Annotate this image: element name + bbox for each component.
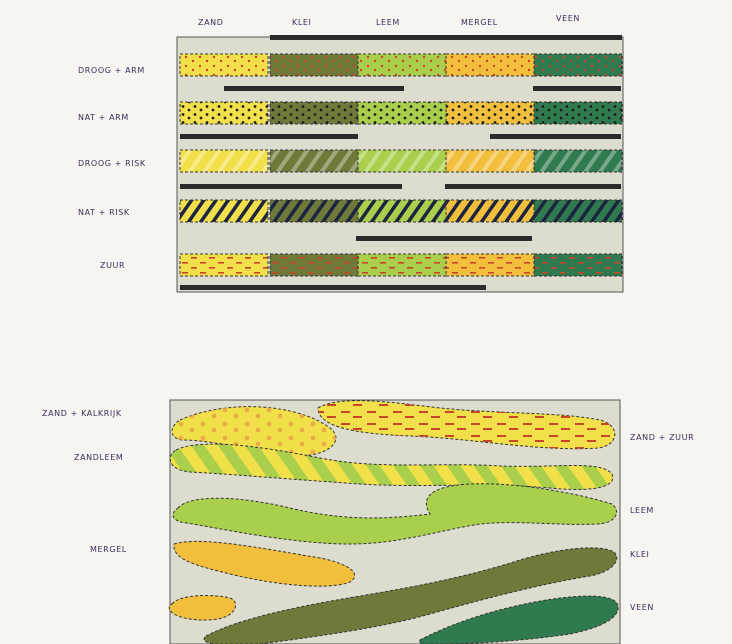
soil-cell-pattern <box>446 150 534 172</box>
row-label-droog-risk: DROOG + RISK <box>78 159 146 168</box>
soil-cell-pattern <box>446 200 534 222</box>
soil-cell-pattern <box>270 102 358 124</box>
bar <box>180 134 358 139</box>
soil-cell-pattern <box>180 200 268 222</box>
row-label-zuur: ZUUR <box>100 261 125 270</box>
soil-cell-pattern <box>270 200 358 222</box>
column-header-leem: LEEM <box>376 18 400 27</box>
soil-cell-pattern <box>358 54 446 76</box>
bar <box>533 86 621 91</box>
soil-cell-pattern <box>358 254 446 276</box>
column-header-veen: VEEN <box>556 14 580 23</box>
label-veen: VEEN <box>630 603 654 612</box>
soil-cell-pattern <box>270 150 358 172</box>
bar <box>224 86 404 91</box>
soil-cell-pattern <box>446 102 534 124</box>
matrix-column-headers: ZAND KLEI LEEM MERGEL VEEN <box>198 14 580 27</box>
soil-cell-pattern <box>446 254 534 276</box>
soil-cell-pattern <box>358 200 446 222</box>
row-label-nat-risk: NAT + RISK <box>78 208 130 217</box>
column-header-zand: ZAND <box>198 18 224 27</box>
bar <box>356 236 532 241</box>
row-label-droog-arm: DROOG + ARM <box>78 66 145 75</box>
label-klei: KLEI <box>630 550 650 559</box>
matrix-row-labels: DROOG + ARM NAT + ARM DROOG + RISK NAT +… <box>78 66 146 270</box>
soil-cell-pattern <box>270 254 358 276</box>
bar <box>270 35 622 40</box>
label-leem: LEEM <box>630 506 654 515</box>
label-zand-zuur: ZAND + ZUUR <box>630 433 694 442</box>
soil-landscape: ZAND + KALKRIJK ZANDLEEM MERGEL ZAND + Z… <box>42 400 694 644</box>
bar <box>445 184 621 189</box>
bar <box>180 184 402 189</box>
label-zand-kalkrijk: ZAND + KALKRIJK <box>42 409 122 418</box>
row-label-nat-arm: NAT + ARM <box>78 113 129 122</box>
soil-cell-pattern <box>358 150 446 172</box>
column-header-mergel: MERGEL <box>461 18 498 27</box>
soil-cell-pattern <box>180 54 268 76</box>
bar <box>180 285 486 290</box>
label-mergel: MERGEL <box>90 545 127 554</box>
soil-cell-pattern <box>446 54 534 76</box>
column-header-klei: KLEI <box>292 18 312 27</box>
bar <box>490 134 621 139</box>
soil-cell-pattern <box>180 150 268 172</box>
soil-cell-pattern <box>358 102 446 124</box>
soil-cell-pattern <box>534 200 622 222</box>
soil-cell-pattern <box>180 254 268 276</box>
soil-cell-pattern <box>534 150 622 172</box>
soil-cell-pattern <box>534 54 622 76</box>
label-zandleem: ZANDLEEM <box>74 453 123 462</box>
soil-cell-pattern <box>270 54 358 76</box>
soil-cell-pattern <box>534 254 622 276</box>
soil-cell-pattern <box>534 102 622 124</box>
soil-cell-pattern <box>180 102 268 124</box>
soil-matrix: ZAND KLEI LEEM MERGEL VEEN DROOG + ARM N… <box>78 14 623 292</box>
